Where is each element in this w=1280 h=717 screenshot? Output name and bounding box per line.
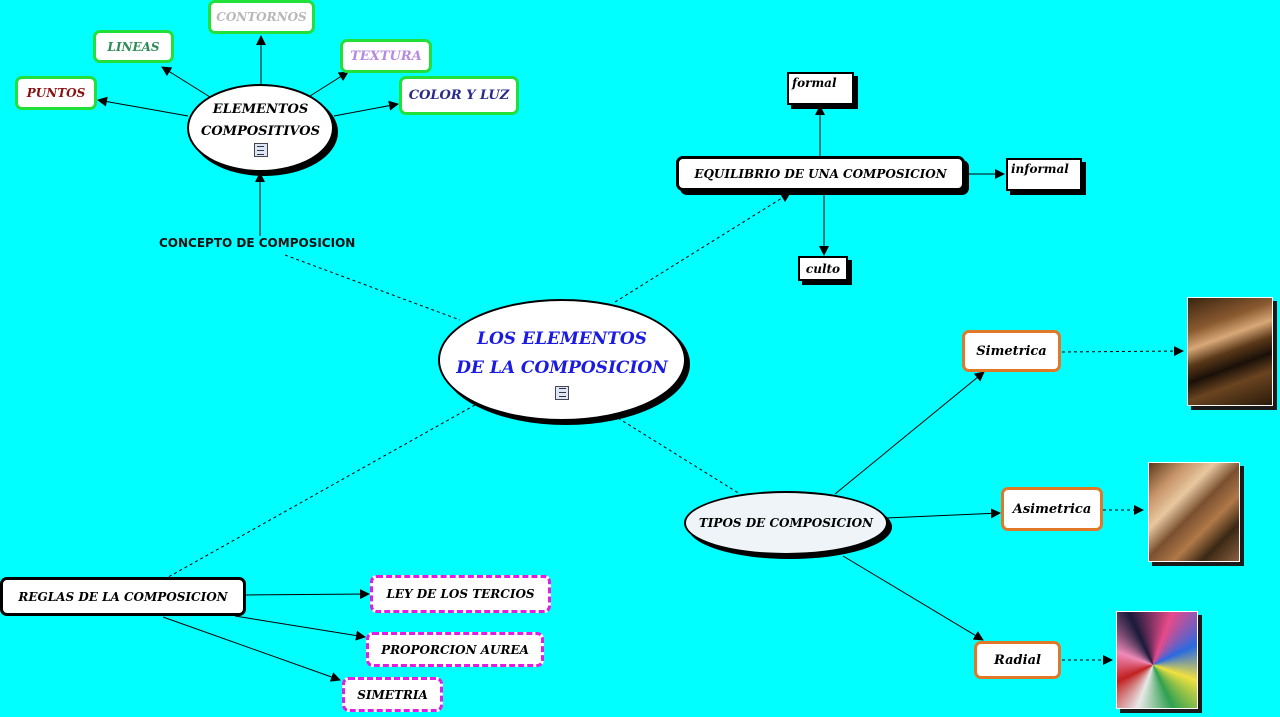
- tercios-node[interactable]: LEY DE LOS TERCIOS: [370, 575, 551, 613]
- concepto-link-label: CONCEPTO DE COMPOSICION: [159, 236, 356, 250]
- lineas-node[interactable]: LINEAS: [93, 30, 174, 63]
- note-icon[interactable]: [253, 143, 268, 157]
- link-center-reglas: [162, 404, 476, 581]
- link-elementos-textura: [309, 71, 349, 97]
- link-simetrica-image: [1061, 346, 1184, 357]
- link-center-tipos: [617, 417, 741, 495]
- link-tipos-radial: [842, 555, 984, 641]
- central-topic[interactable]: LOS ELEMENTOS DE LA COMPOSICION: [438, 299, 686, 421]
- informal-node[interactable]: informal: [1006, 158, 1082, 191]
- link-elementos-puntos: [97, 96, 189, 117]
- central-topic-line1: LOS ELEMENTOS: [477, 328, 647, 349]
- central-topic-line2: DE LA COMPOSICION: [456, 357, 668, 378]
- link-elementos-lineas: [161, 66, 211, 98]
- asimetrica-node[interactable]: Asimetrica: [1001, 487, 1103, 531]
- elementos-compositivos-node[interactable]: ELEMENTOS COMPOSITIVOS: [187, 84, 334, 172]
- link-tipos-asimetrica: [885, 508, 1001, 519]
- radial-painting-image[interactable]: [1116, 611, 1198, 709]
- tipos-node[interactable]: TIPOS DE COMPOSICION: [684, 491, 888, 555]
- link-reglas-aurea: [234, 615, 366, 641]
- simetrica-node[interactable]: Simetrica: [962, 330, 1061, 372]
- asymmetric-painting-image[interactable]: [1148, 462, 1240, 562]
- contornos-node[interactable]: CONTORNOS: [208, 0, 315, 34]
- puntos-node[interactable]: PUNTOS: [15, 76, 97, 110]
- elementos-line1: ELEMENTOS: [212, 102, 309, 117]
- radial-node[interactable]: Radial: [974, 641, 1061, 679]
- color-luz-node[interactable]: COLOR Y LUZ: [399, 76, 519, 115]
- link-center-concepto: [284, 254, 461, 321]
- elementos-line2: COMPOSITIVOS: [201, 124, 320, 139]
- symmetric-painting-image[interactable]: [1187, 297, 1273, 406]
- equilibrio-node[interactable]: EQUILIBRIO DE UNA COMPOSICION: [676, 156, 965, 191]
- reglas-node[interactable]: REGLAS DE LA COMPOSICION: [0, 577, 246, 616]
- note-icon[interactable]: [555, 385, 569, 400]
- aurea-node[interactable]: PROPORCION AUREA: [366, 632, 544, 667]
- link-tipos-simetrica: [834, 371, 985, 495]
- culto-node[interactable]: culto: [798, 256, 848, 281]
- link-reglas-tercios: [245, 589, 370, 600]
- link-elementos-colorluz: [333, 100, 399, 117]
- simetria-node[interactable]: SIMETRIA: [342, 677, 443, 712]
- textura-node[interactable]: TEXTURA: [340, 39, 432, 73]
- link-reglas-simetria: [162, 616, 341, 682]
- formal-node[interactable]: formal: [787, 72, 854, 105]
- link-center-equilibrio: [614, 192, 791, 303]
